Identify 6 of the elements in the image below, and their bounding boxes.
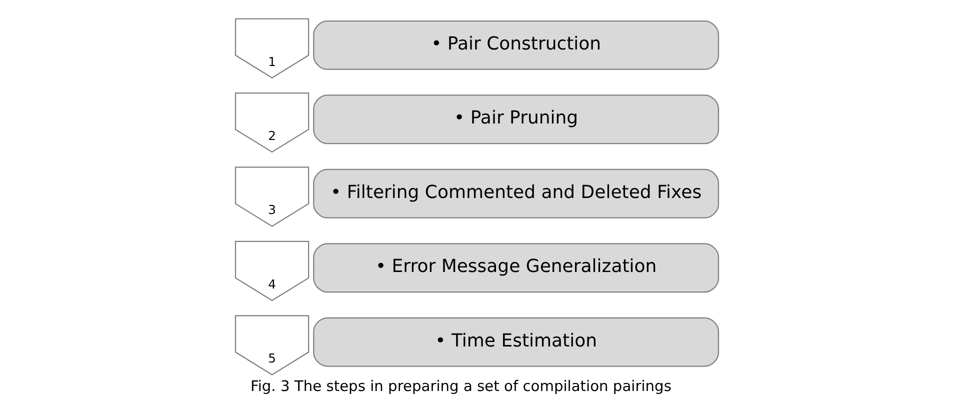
node-box: • Pair Construction [312,20,719,70]
node-box: • Filtering Commented and Deleted Fixes [312,168,719,218]
node-box: • Pair Pruning [312,94,719,144]
node-box: • Error Message Generalization [312,243,719,293]
node-box: • Time Estimation [312,317,719,367]
caption: Fig. 3 The steps in preparing a set of compilation pairings [250,378,671,395]
